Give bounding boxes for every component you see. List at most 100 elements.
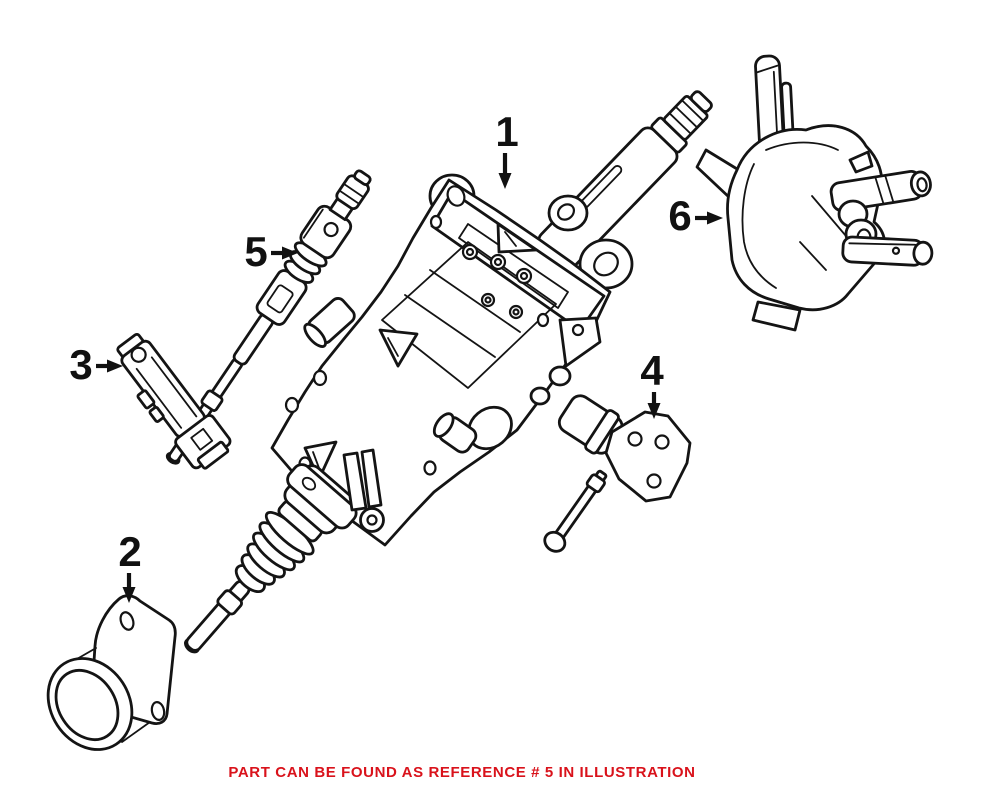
ear-bolt-hole [556,203,576,221]
line-art-detail [135,367,183,429]
line-art-detail [496,222,538,254]
line-art-detail [282,246,298,260]
motor-bracket [604,410,692,503]
line-art-detail [754,64,779,74]
reference-caption: PART CAN BE FOUND AS REFERENCE # 5 IN IL… [228,764,696,781]
part-1-steering-column-assembly[interactable] [159,82,721,675]
line-art-detail [536,312,550,328]
line-art-detail [196,440,230,470]
line-art-detail [423,460,437,476]
line-art-detail [429,214,443,230]
line-art-detail [741,163,777,289]
part-4-adjustment-motor[interactable] [541,389,692,555]
line-art-detail [707,211,723,225]
shaft-rod-upper [232,313,275,366]
callout-6-label: 6 [668,192,691,239]
switch-housing-tab [751,300,802,332]
stalk-right-lower [841,235,934,267]
housing-boss [529,386,551,406]
part-2-lower-cover-flange[interactable] [31,594,177,766]
line-art-detail [765,141,839,151]
line-art-detail [519,271,529,281]
line-art-detail [130,346,147,363]
module-tab [136,389,156,410]
side-bracket [558,316,602,368]
tilt-lever-boss [303,297,356,348]
flange-bolt-hole [119,611,135,631]
line-art-detail [301,476,317,491]
line-art-detail [343,183,364,198]
callout-2[interactable]: 2 [118,528,142,603]
callout-3[interactable]: 3 [69,341,123,388]
line-art-detail [916,177,928,193]
module-tab [148,405,165,423]
line-art-detail [312,369,328,387]
line-art-detail [107,359,123,373]
part-5-intermediate-shaft[interactable] [155,163,381,472]
bracket-strut [342,451,368,512]
line-art-detail [512,308,520,316]
line-art-detail [404,269,521,358]
line-art-detail [150,356,198,418]
lower-steering-shaft [184,463,358,654]
line-art-detail [689,90,713,113]
bracket-bolt-hole [627,431,643,447]
line-art-detail [432,412,455,438]
line-art-detail [323,221,339,238]
line-art-detail [484,296,492,304]
line-art-detail [312,451,320,469]
callout-4[interactable]: 4 [640,347,664,419]
callout-6[interactable]: 6 [668,192,723,239]
line-art-detail [493,257,503,267]
line-art-detail [584,409,620,455]
line-art-detail [647,403,661,419]
callout-4-label: 4 [640,347,664,394]
line-art-detail [387,337,399,357]
line-art-detail [498,173,512,189]
line-art-detail [571,323,585,337]
upper-steering-shaft [537,90,713,271]
line-art-detail [54,669,120,741]
line-art-detail [458,223,569,309]
bracket-strut [360,448,383,509]
line-art-detail [799,195,847,271]
line-art-detail [266,284,294,314]
callout-5[interactable]: 5 [244,228,298,275]
callout-2-label: 2 [118,528,141,575]
line-art-detail [681,99,704,122]
line-art-detail [585,473,606,494]
line-art-detail [302,208,324,239]
line-art-detail [874,176,885,205]
line-art-detail [675,106,698,128]
line-art-detail [190,427,214,451]
bracket-bolt-hole [654,434,670,450]
bellows-boot [234,511,315,594]
flange-bolt-hole [150,701,166,721]
line-art-detail [912,240,934,266]
line-art-detail [465,247,475,257]
callout-1-label: 1 [495,108,518,155]
ear-bolt-hole [446,185,466,207]
line-art-detail [284,396,300,414]
part-6-switch-module[interactable] [695,54,934,332]
line-art-detail [841,235,925,267]
line-art-detail [504,231,517,247]
line-art-detail [891,246,901,255]
line-art-detail [185,579,251,652]
line-art-detail [366,514,378,526]
line-art-detail [848,242,917,246]
ear-bolt-hole [593,251,619,277]
line-art-detail [848,150,874,174]
line-art-detail [339,190,360,205]
housing-boss [548,365,572,387]
shaft-collar [200,389,224,412]
bracket-bolt-hole [646,473,662,489]
line-art-detail [216,589,243,616]
line-art-detail [669,112,692,135]
callout-3-label: 3 [69,341,92,388]
callout-1[interactable]: 1 [495,108,519,189]
part-3-control-module[interactable] [107,327,235,475]
line-art-detail [286,463,358,530]
